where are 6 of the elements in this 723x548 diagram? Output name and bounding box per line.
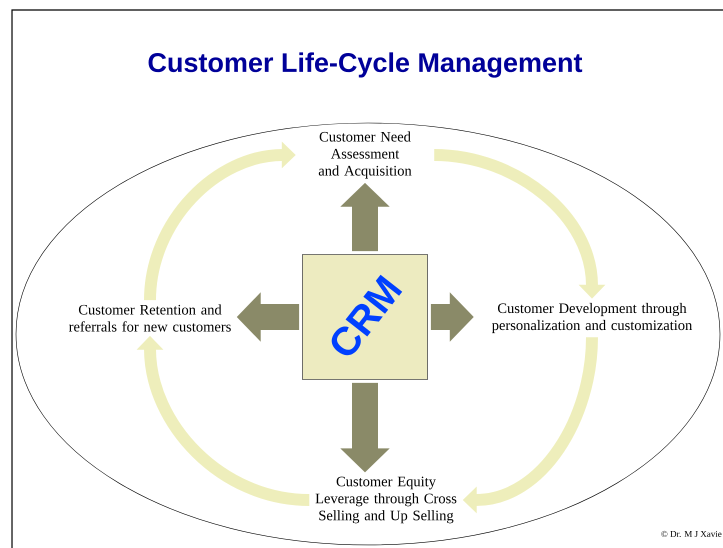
title: Customer Life-Cycle Management <box>148 52 582 78</box>
stage-text: Customer Need Assessment and Acquisition <box>318 131 412 179</box>
stage-text: Customer Equity Leverage through Cross Selling and Up Selling <box>316 476 456 524</box>
stage-text: Customer Retention and referrals for new customers <box>68 304 231 332</box>
stage-text: Customer Development through personalization and customization <box>492 302 692 334</box>
copyright-note: © Dr. M J Xavie <box>661 530 722 538</box>
